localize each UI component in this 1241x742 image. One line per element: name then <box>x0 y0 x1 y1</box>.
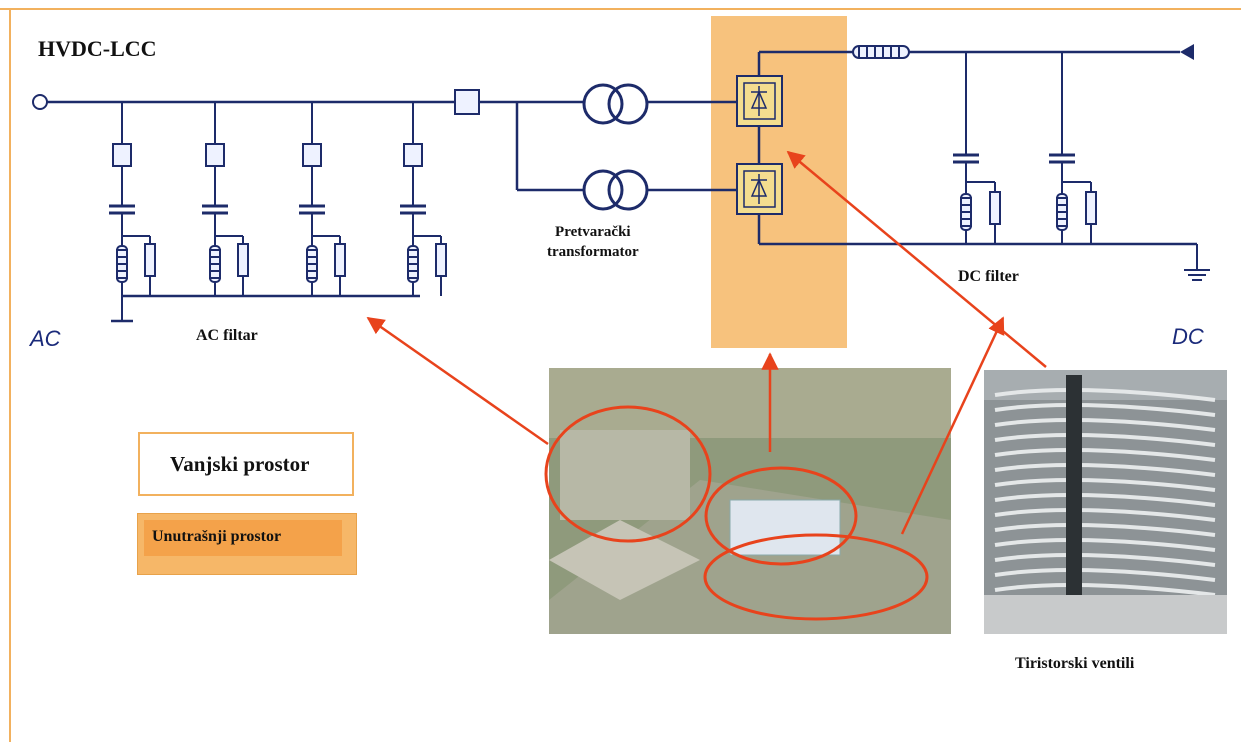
valve-tier-shape <box>994 418 1216 432</box>
ac-filter-branches <box>109 102 447 296</box>
valve-tier-shape <box>994 463 1216 477</box>
valve-tier-shape <box>994 523 1216 537</box>
filter-switch <box>302 143 322 167</box>
ac-side-label: AC <box>30 326 61 351</box>
valve-tier-shape <box>994 553 1216 567</box>
diagram-title: HVDC-LCC <box>38 36 157 61</box>
legend-outdoor-box: Vanjski prostor <box>138 432 354 496</box>
dc-side-label: DC <box>1172 324 1204 349</box>
thyristor-valve-lower <box>736 163 783 215</box>
valve-tier-shape <box>994 388 1216 402</box>
valve-tier-shape <box>994 448 1216 462</box>
valve-tier-shape <box>994 478 1216 492</box>
filter-switch <box>112 143 132 167</box>
resistor-icon <box>435 243 447 277</box>
resistor-icon <box>1085 191 1097 225</box>
filter-switch <box>403 143 423 167</box>
inductor-icon <box>209 245 221 283</box>
converter-transformer-label: Pretvarački transformator <box>543 222 643 262</box>
filter-switch <box>205 143 225 167</box>
valve-tier-shape <box>994 568 1216 582</box>
valve-tier-shape <box>994 508 1216 522</box>
legend-indoor-box: Unutrašnji prostor <box>137 513 357 575</box>
ac-filter-branch <box>400 102 447 296</box>
ac-filter-branch <box>202 102 249 296</box>
dc-ground-icon <box>1184 269 1210 281</box>
resistor-icon <box>334 243 346 277</box>
inductor-icon <box>306 245 318 283</box>
valve-tier-shape <box>994 538 1216 552</box>
converter-transformer-1 <box>582 83 649 125</box>
inductor-icon <box>407 245 419 283</box>
dc-filter-label: DC filter <box>958 268 1019 285</box>
converter-transformer-2 <box>582 169 649 211</box>
valve-tier-shape <box>994 493 1216 507</box>
arrow-to-thyristor-valves <box>786 150 1047 368</box>
thyristor-valves-label: Tiristorski ventili <box>1015 655 1135 672</box>
converter-transformer-label-line2: transformator <box>547 244 639 260</box>
thyristor-valve-photo <box>984 370 1227 634</box>
dc-filter-branch <box>1049 52 1097 244</box>
converter-station-photo <box>544 368 951 634</box>
resistor-icon <box>989 191 1001 225</box>
dc-filter-branches <box>953 52 1097 244</box>
thyristor-valve-upper <box>736 75 783 127</box>
converter-transformer-label-line1: Pretvarački <box>555 224 631 240</box>
ac-filter-label: AC filtar <box>196 327 258 344</box>
ac-breaker <box>454 89 480 115</box>
inductor-icon <box>960 193 972 231</box>
arrow-to-ac-filter <box>366 316 549 446</box>
dc-terminal-arrow-icon <box>1180 44 1194 60</box>
valve-tier-shape <box>994 403 1216 417</box>
inductor-icon <box>1056 193 1068 231</box>
inductor-icon <box>116 245 128 283</box>
ac-filter-branch <box>299 102 346 296</box>
ac-terminal <box>32 94 48 110</box>
legend-indoor-swatch <box>144 520 342 556</box>
arrow-to-dc-filter <box>900 316 1005 535</box>
ac-filter-branch <box>109 102 156 296</box>
valve-tier-shape <box>994 583 1216 597</box>
resistor-icon <box>144 243 156 277</box>
resistor-icon <box>237 243 249 277</box>
dc-filter-branch <box>953 52 1001 244</box>
smoothing-reactor <box>852 45 910 59</box>
valve-tier-shape <box>994 433 1216 447</box>
legend-outdoor-label: Vanjski prostor <box>170 452 310 476</box>
legend-indoor-label: Unutrašnji prostor <box>152 528 282 545</box>
